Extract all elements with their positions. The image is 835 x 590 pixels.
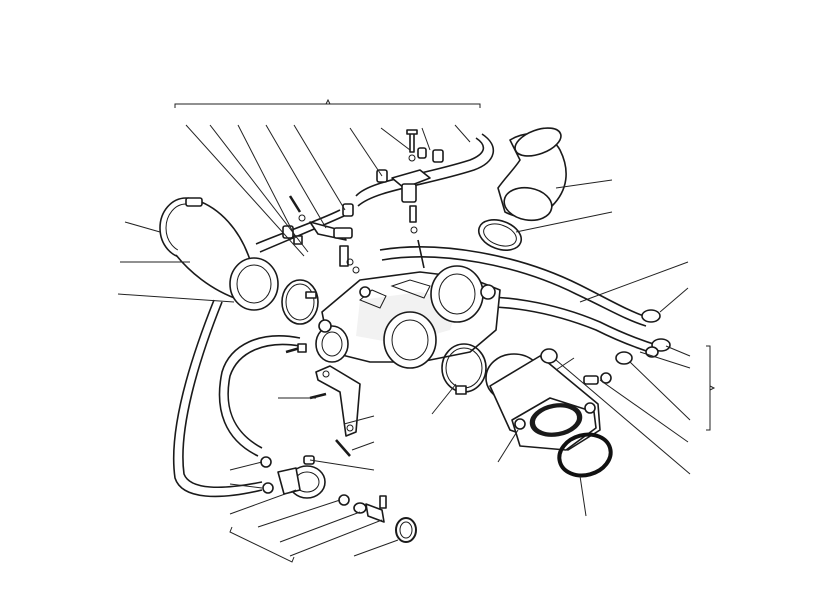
injector-right [391,169,431,269]
clamp-left [281,279,319,325]
leader-lines [117,124,691,557]
o-ring [557,432,613,478]
vent-hose-middle [218,335,301,457]
snap-ring [395,517,417,543]
screw-left-top [288,195,306,245]
clamp-center [441,343,487,395]
vent-hose-upper [255,133,494,253]
screw-manifold [583,372,612,385]
throttle-body [315,265,501,369]
mount-bracket [315,365,361,437]
caps-right [615,309,671,365]
group-bracket-bottom [229,526,295,563]
injector-left [309,221,360,274]
idle-valve [260,455,326,499]
screw-top [406,129,418,162]
group-bracket-top [174,98,481,108]
left-intake-boot [159,197,279,311]
sensor-fitting [338,494,387,523]
group-bracket-right [706,345,716,431]
vent-hose-left [172,299,263,498]
clamp-right [477,219,523,251]
air-elbow-right [497,127,567,222]
bolts-lower [285,343,351,457]
